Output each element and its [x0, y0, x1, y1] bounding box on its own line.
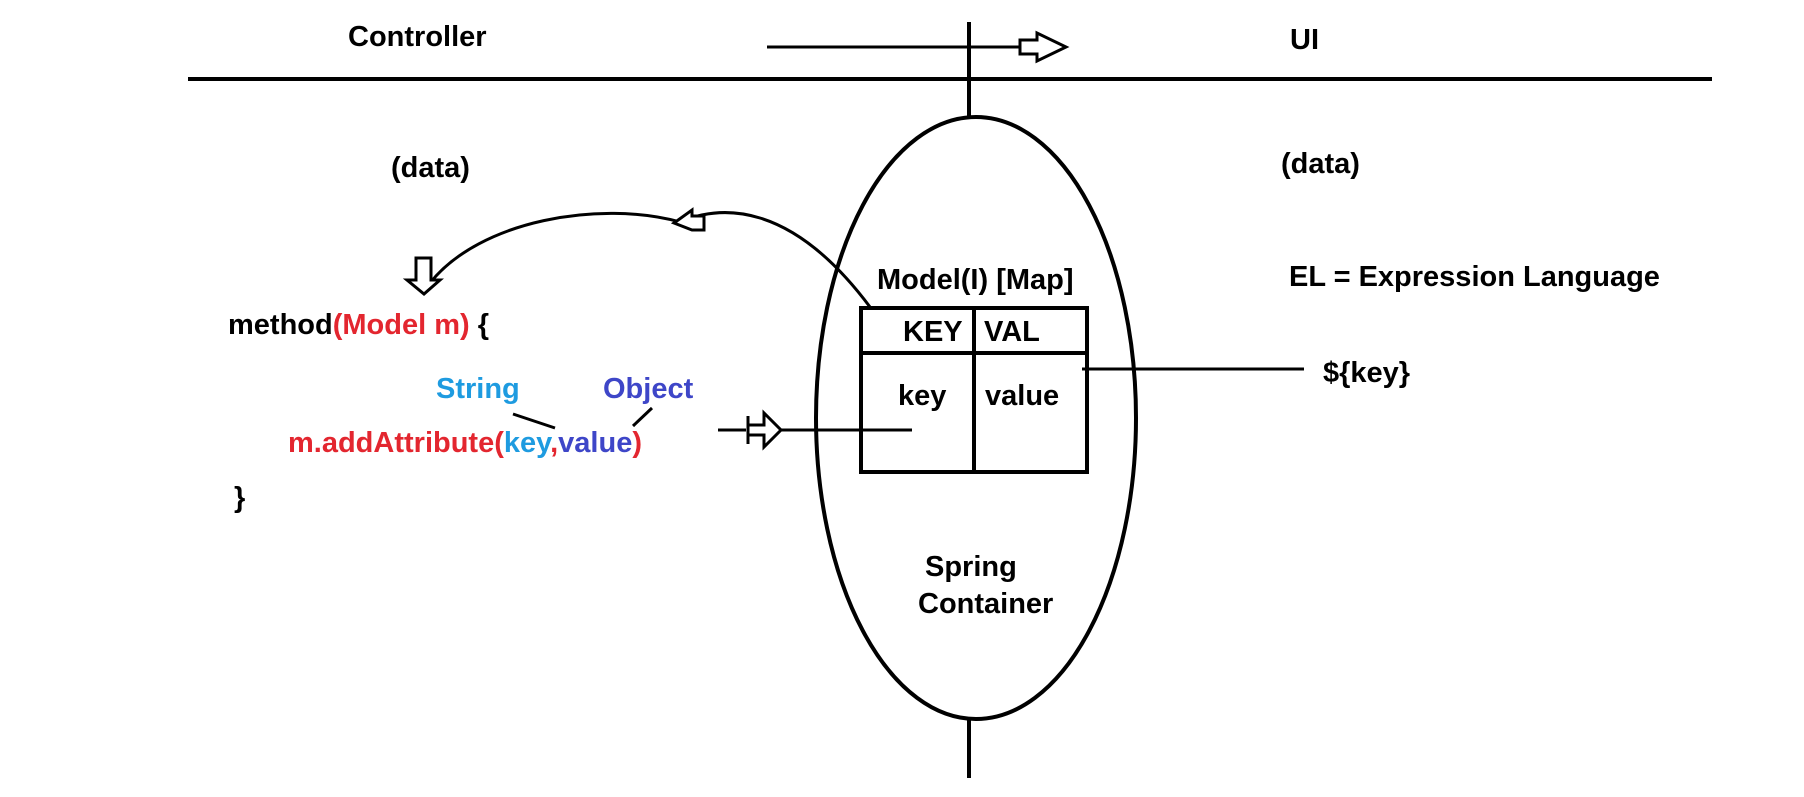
controller-to-ui-arrow-head	[1018, 30, 1070, 64]
type-string-label: String	[436, 373, 520, 405]
type-object-label: Object	[603, 373, 694, 405]
call-value-arg: value	[558, 427, 632, 459]
string-type-leader	[512, 412, 556, 430]
spring-container-ellipse	[814, 115, 1138, 721]
call-comma: ,	[550, 427, 558, 459]
model-title: Model(I) [Map]	[877, 264, 1074, 296]
container-label: Container	[918, 588, 1053, 620]
method-close-brace: }	[234, 482, 245, 514]
method-open-brace: {	[470, 309, 489, 341]
table-cell-key: key	[898, 380, 946, 412]
model-injection-curve	[428, 211, 872, 308]
add-attribute-arrow-head	[746, 409, 784, 451]
method-param: (Model m)	[333, 309, 470, 341]
method-signature: method(Model m) {	[228, 309, 489, 341]
call-close-paren: )	[632, 427, 642, 459]
el-syntax: ${key}	[1323, 357, 1410, 389]
object-type-leader	[631, 406, 654, 428]
ui-title: UI	[1290, 24, 1319, 56]
down-arrow-to-method	[402, 256, 444, 296]
el-definition: EL = Expression Language	[1289, 261, 1660, 293]
controller-title: Controller	[348, 21, 487, 53]
table-cell-value: value	[985, 380, 1059, 412]
call-name: m.addAttribute(	[288, 427, 504, 459]
curve-arrow-head	[670, 207, 706, 232]
spring-label: Spring	[925, 551, 1017, 583]
table-header-key: KEY	[903, 316, 963, 348]
call-key-arg: key	[504, 427, 552, 459]
add-attribute-call: m.addAttribute(key,value)	[288, 427, 642, 459]
controller-data-label: (data)	[391, 152, 470, 184]
method-name: method	[228, 309, 333, 341]
ui-data-label: (data)	[1281, 148, 1360, 180]
table-header-val: VAL	[984, 316, 1040, 348]
